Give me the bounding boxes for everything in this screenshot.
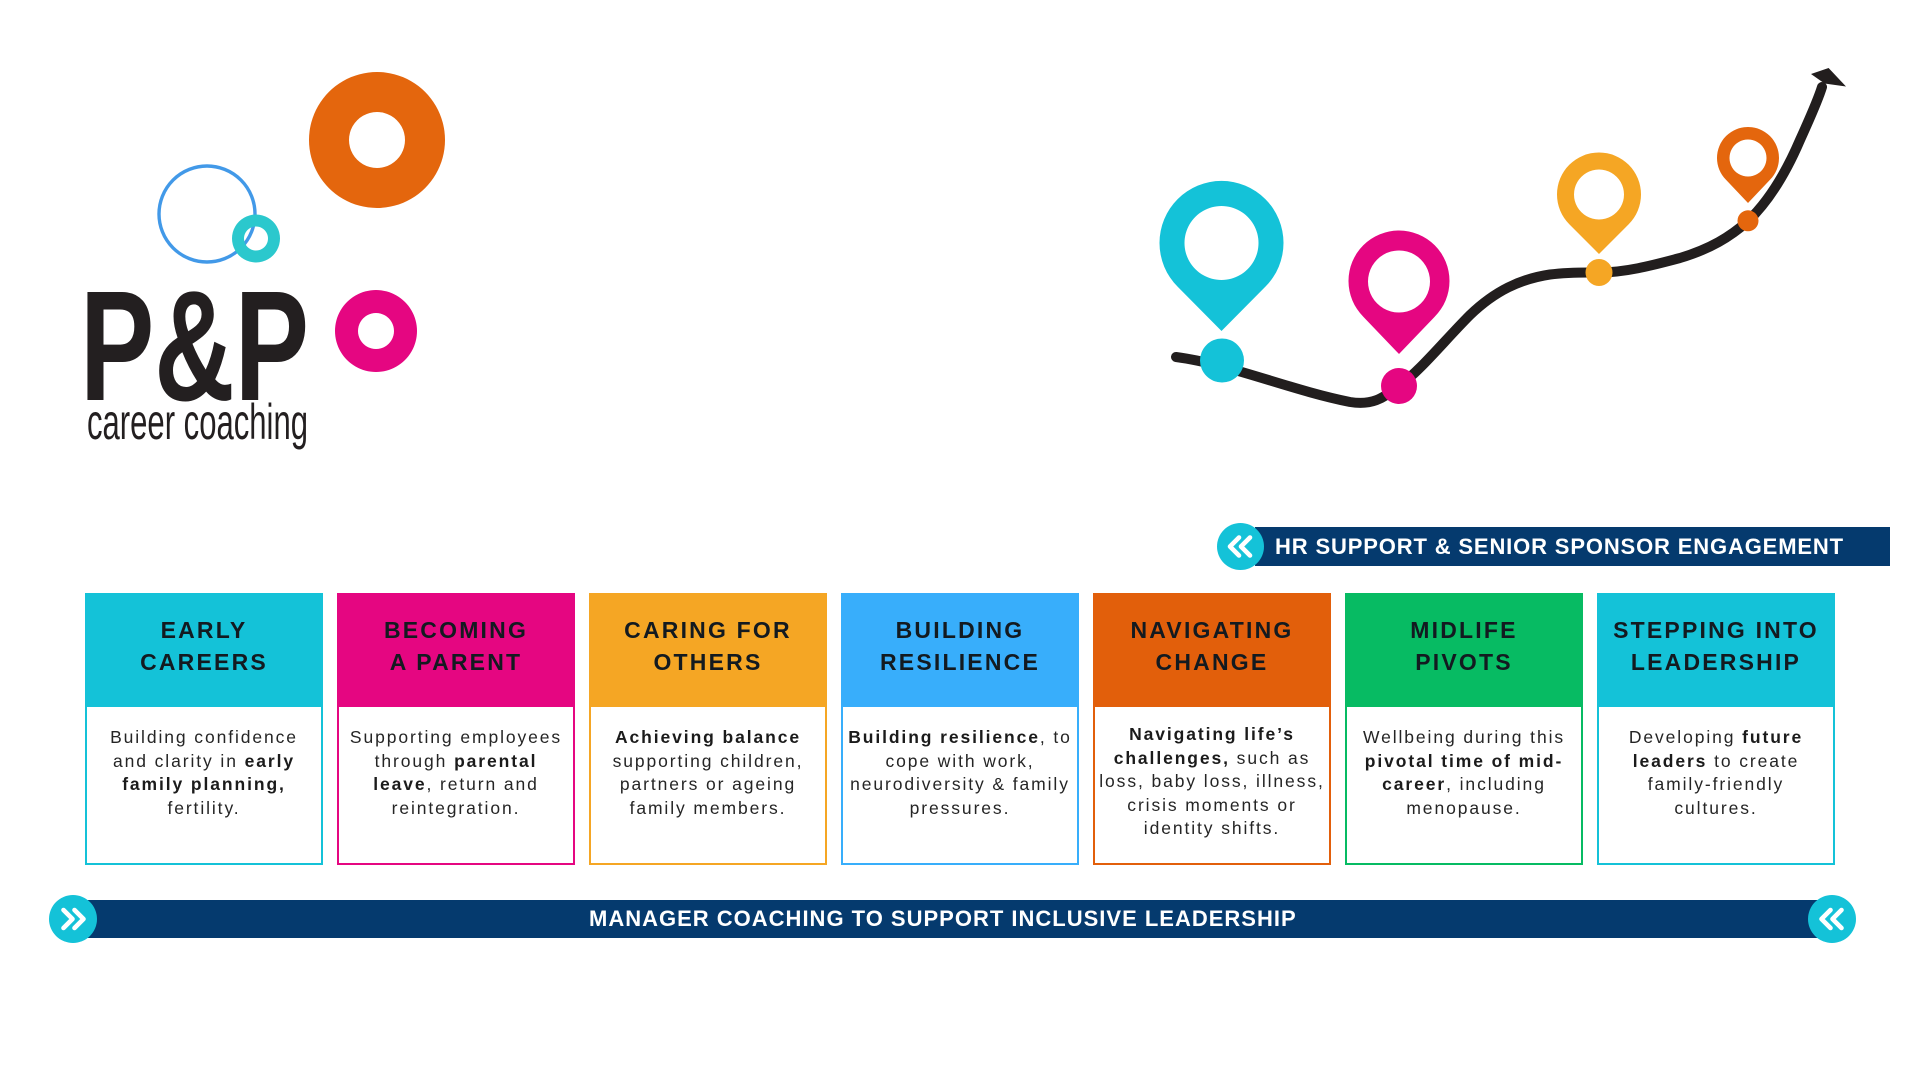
svg-text:P&P: P&P — [80, 259, 309, 434]
svg-text:career coaching: career coaching — [87, 394, 308, 450]
